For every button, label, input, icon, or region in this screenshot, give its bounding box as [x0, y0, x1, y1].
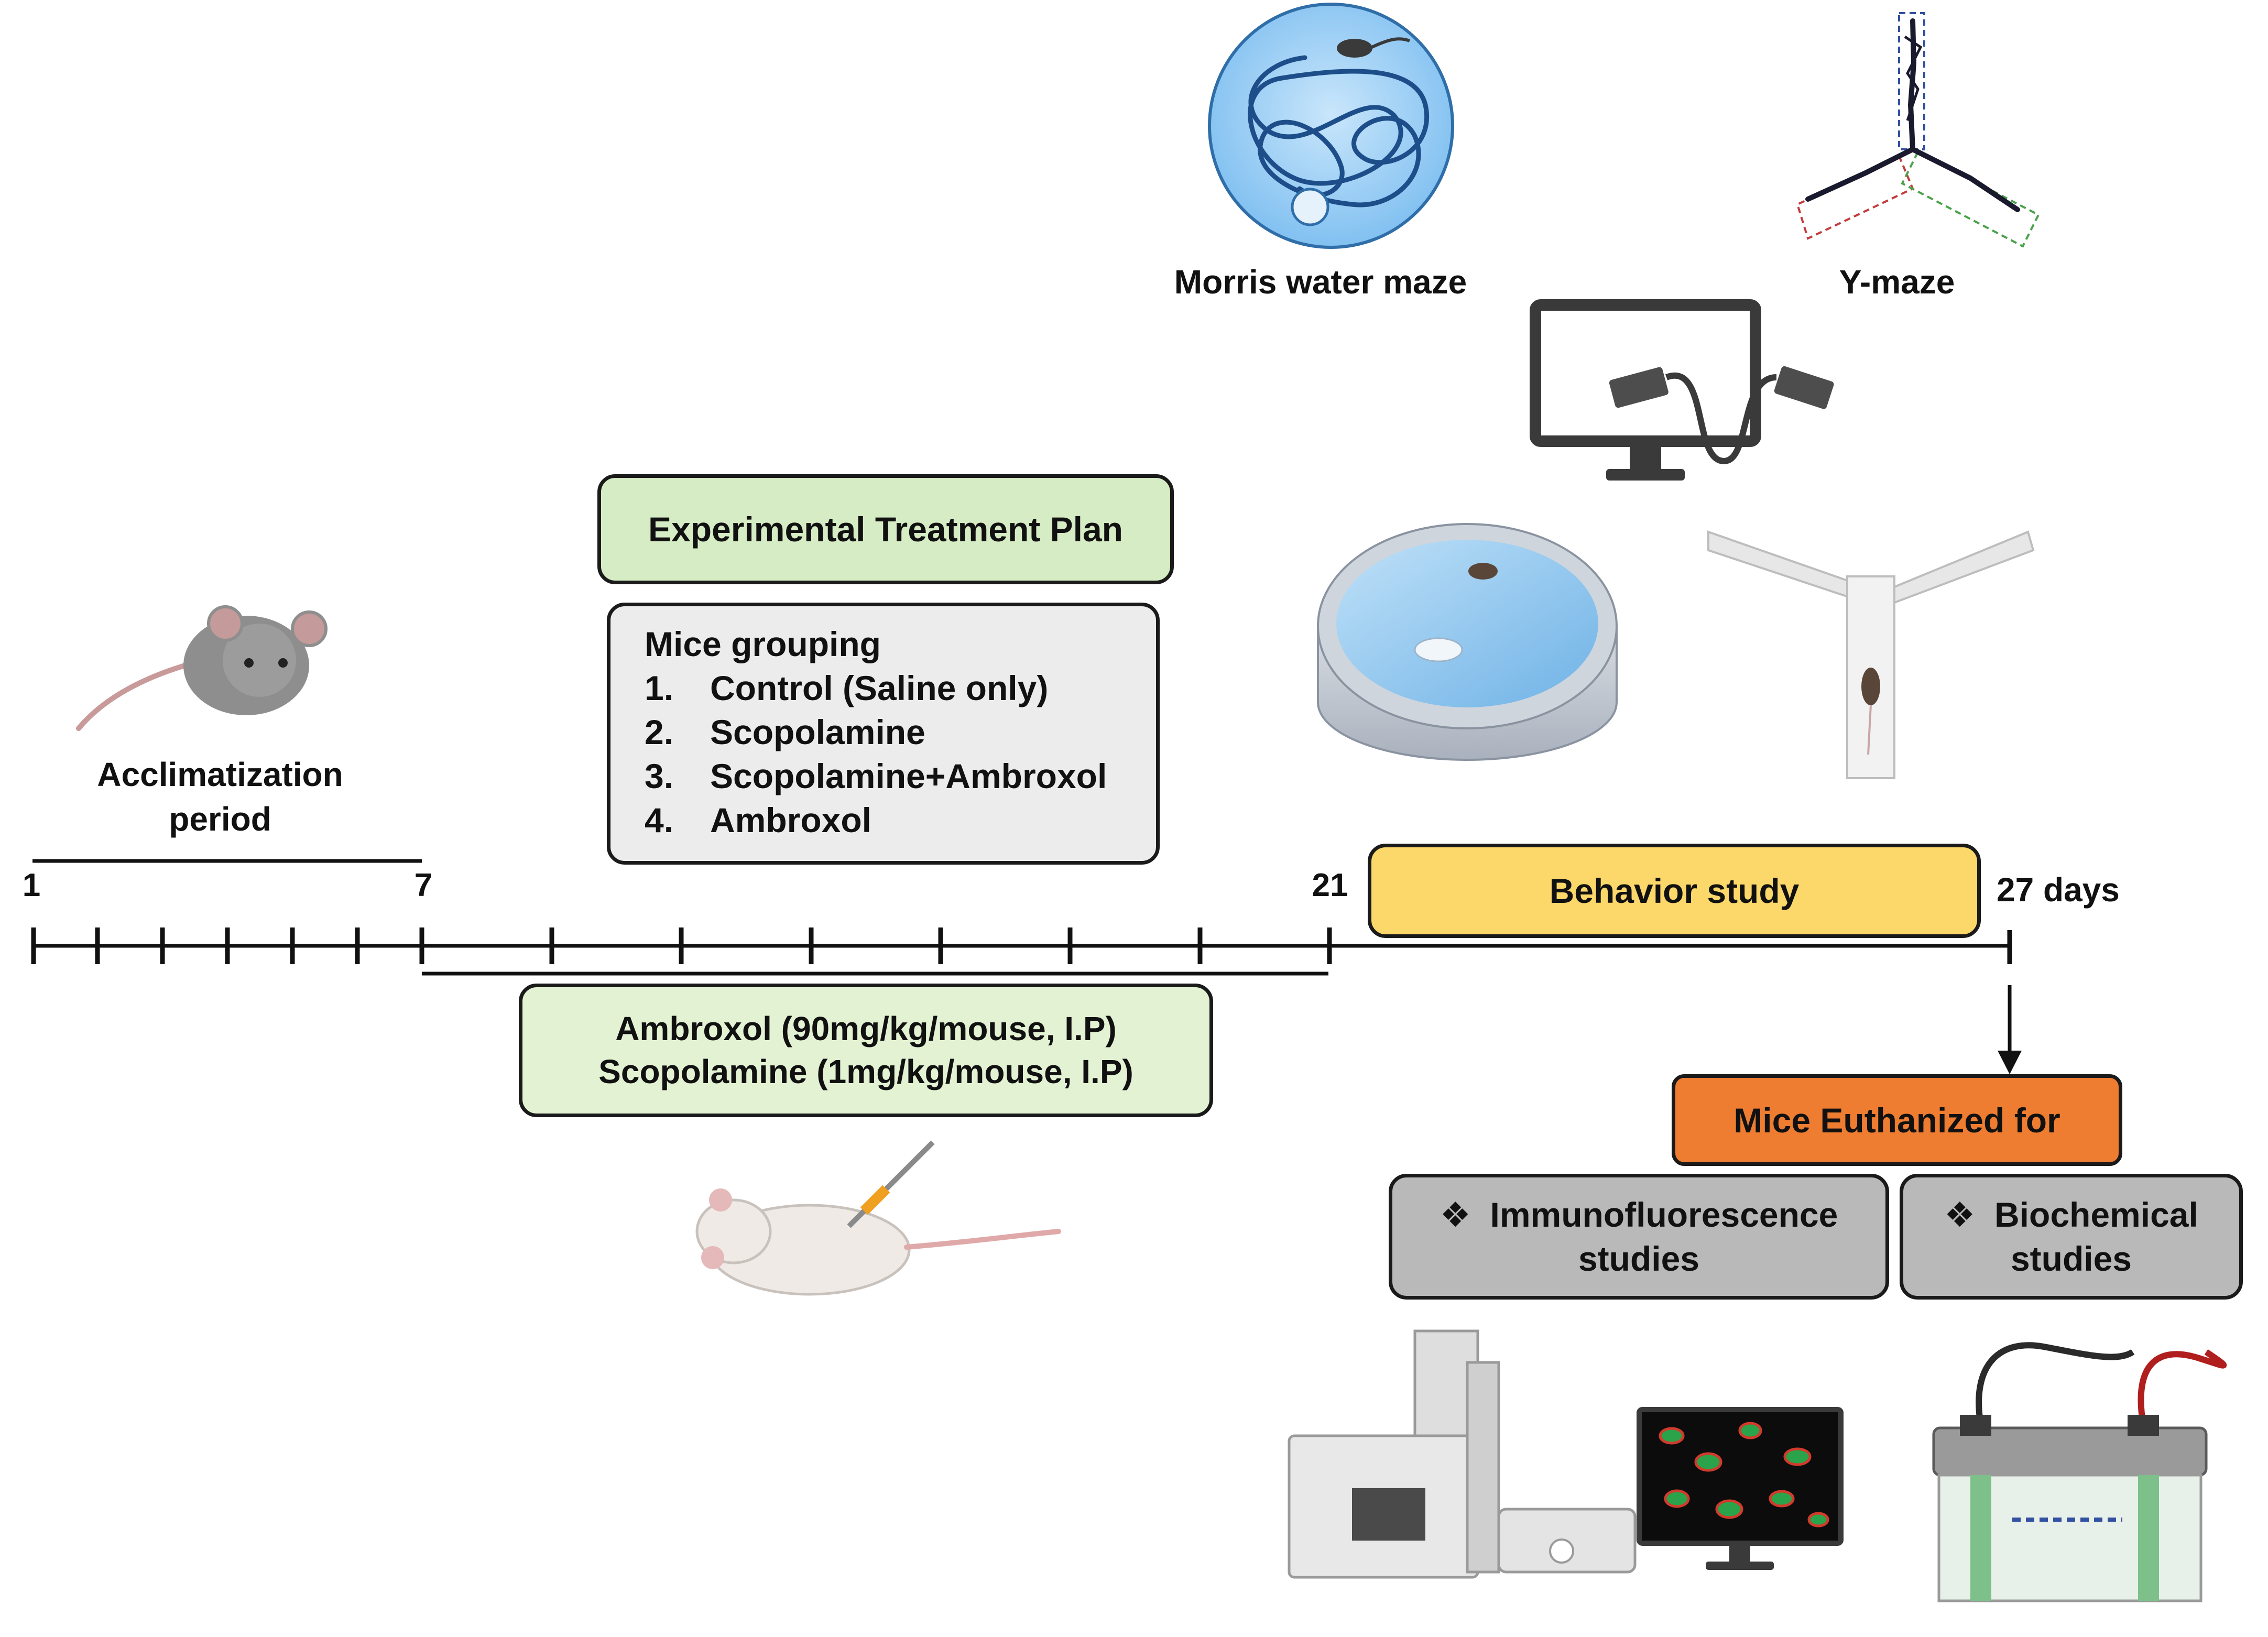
mouse-icon: [76, 605, 328, 731]
video-tracking-monitor-icon: [1530, 299, 1834, 481]
group-item: 2. Scopolamine: [645, 710, 1156, 754]
immunofluorescence-label: Immunofluorescence: [1490, 1195, 1838, 1234]
day-27-label: 27 days: [1997, 871, 2120, 909]
mice-grouping-title: Mice grouping: [645, 625, 881, 663]
y-maze-trace-icon: [1796, 12, 2040, 248]
bullet-icon: ❖: [1440, 1195, 1471, 1234]
dosing-box: Ambroxol (90mg/kg/mouse, I.P) Scopolamin…: [519, 984, 1213, 1117]
treatment-plan-title-box: Experimental Treatment Plan: [597, 474, 1174, 584]
group-item: 4. Ambroxol: [645, 798, 1156, 842]
behavior-study-label: Behavior study: [1549, 871, 1800, 910]
y-maze-apparatus-icon: [1707, 530, 2035, 779]
group-name: Scopolamine: [710, 713, 925, 751]
morris-water-maze-label: Morris water maze: [1174, 263, 1467, 301]
morris-water-maze-track-icon: [1208, 3, 1454, 249]
group-name: Control (Saline only): [710, 669, 1049, 707]
y-maze-label: Y-maze: [1839, 263, 1955, 301]
water-maze-pool-icon: [1317, 523, 1618, 761]
timeline: [31, 859, 2022, 1074]
day-21-label: 21: [1312, 867, 1348, 903]
treatment-plan-title: Experimental Treatment Plan: [648, 510, 1123, 549]
group-name: Ambroxol: [710, 801, 872, 839]
dosing-line-scopolamine: Scopolamine (1mg/kg/mouse, I.P): [598, 1052, 1133, 1090]
biochemical-box: ❖ Biochemical studies: [1900, 1174, 2243, 1300]
group-number: 1.: [645, 669, 674, 707]
injected-mouse-icon: [695, 1140, 1061, 1296]
behavior-study-box: Behavior study: [1368, 844, 1981, 938]
timeline-ticks: [31, 927, 1332, 964]
dosing-line-ambroxol: Ambroxol (90mg/kg/mouse, I.P): [615, 1009, 1117, 1047]
immunofluorescence-line2: studies: [1578, 1239, 1700, 1278]
bullet-icon: ❖: [1944, 1195, 1976, 1234]
biochemical-label: Biochemical: [1994, 1195, 2198, 1234]
biochemical-line2: studies: [2010, 1239, 2132, 1278]
acclimatization-label-line1: Acclimatization: [97, 756, 343, 793]
fluorescence-screen-icon: [1637, 1407, 1844, 1570]
group-item: 1. Control (Saline only): [645, 666, 1156, 710]
group-name: Scopolamine+Ambroxol: [710, 757, 1107, 795]
euthanasia-label: Mice Euthanized for: [1733, 1100, 2060, 1140]
euthanasia-arrowhead: [1998, 1051, 2022, 1074]
euthanasia-box: Mice Euthanized for: [1672, 1074, 2122, 1166]
immunofluorescence-box: ❖ Immunofluorescence studies: [1389, 1174, 1889, 1300]
acclimatization-label-line2: period: [169, 800, 271, 838]
group-number: 4.: [645, 801, 674, 839]
day-7-label: 7: [415, 867, 432, 903]
biochemical-line1: ❖ Biochemical: [1944, 1193, 2198, 1237]
immunofluorescence-line1: ❖ Immunofluorescence: [1440, 1193, 1838, 1237]
group-number: 2.: [645, 713, 674, 751]
electrophoresis-tank-icon: [1932, 1342, 2227, 1602]
mice-grouping-box: Mice grouping 1. Control (Saline only) 2…: [607, 603, 1160, 865]
confocal-microscope-icon: [1288, 1329, 1637, 1579]
group-item: 3. Scopolamine+Ambroxol: [645, 754, 1156, 798]
day-1-label: 1: [23, 867, 40, 903]
group-number: 3.: [645, 757, 674, 795]
